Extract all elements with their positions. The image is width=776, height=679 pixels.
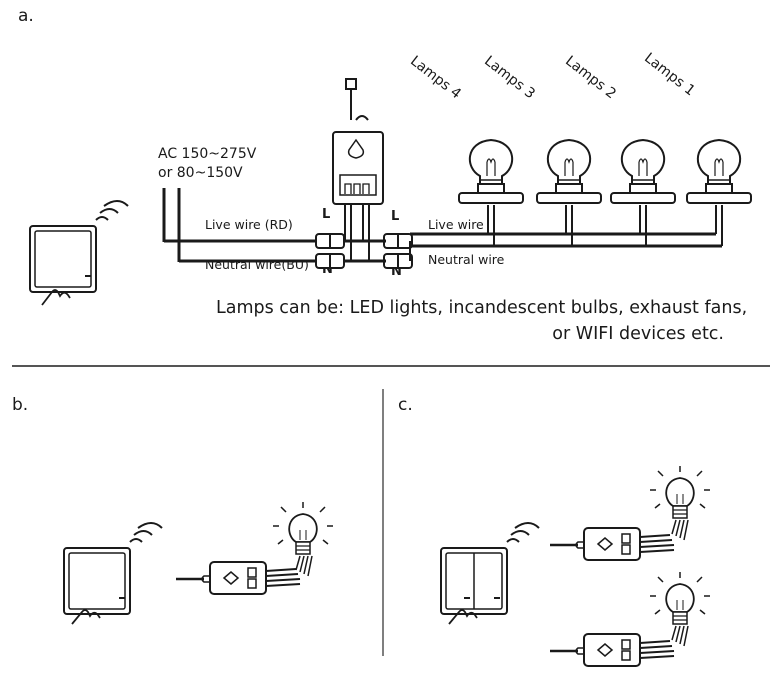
panel-a-label: a.: [18, 6, 34, 26]
live-wire-out-label: Live wire: [428, 217, 484, 232]
n-terminal-in-label: N: [322, 262, 333, 277]
lamp-4: [458, 139, 524, 204]
lamps-note-line1: Lamps can be: LED lights, incandescent b…: [216, 298, 748, 318]
lamp-2: [610, 139, 676, 204]
lamp-1: [686, 139, 752, 204]
lamp-3: [536, 139, 602, 204]
ac-voltage-line2: or 80~150V: [158, 165, 243, 181]
panel-c-module-1: [548, 526, 676, 562]
panel-c-bulb-1: [649, 465, 711, 519]
output-wires: [409, 205, 723, 261]
live-wire-in-label: Live wire (RD): [205, 217, 293, 232]
panel-c-module-2: [548, 632, 676, 668]
panel-c-bulb-2: [649, 571, 711, 625]
ac-voltage-line1: AC 150~275V: [158, 146, 257, 162]
panel-a-remote-switch: [29, 200, 129, 306]
l-terminal-in-label: L: [322, 207, 331, 222]
input-wires: [162, 188, 318, 263]
neutral-wire-out-label: Neutral wire: [428, 252, 505, 267]
panel-c-label: c.: [398, 395, 413, 415]
l-terminal-out-label: L: [391, 209, 400, 224]
lamps-note-line2: or WIFI devices etc.: [552, 324, 724, 344]
n-terminal-out-label: N: [391, 264, 402, 279]
panel-c-remote-switch: [440, 522, 540, 625]
panel-b-remote-switch: [63, 522, 163, 625]
panel-b-module: [174, 560, 302, 596]
panel-b-bulb: [272, 501, 334, 555]
panel-b-label: b.: [12, 395, 29, 415]
receiver-module: [332, 78, 386, 263]
